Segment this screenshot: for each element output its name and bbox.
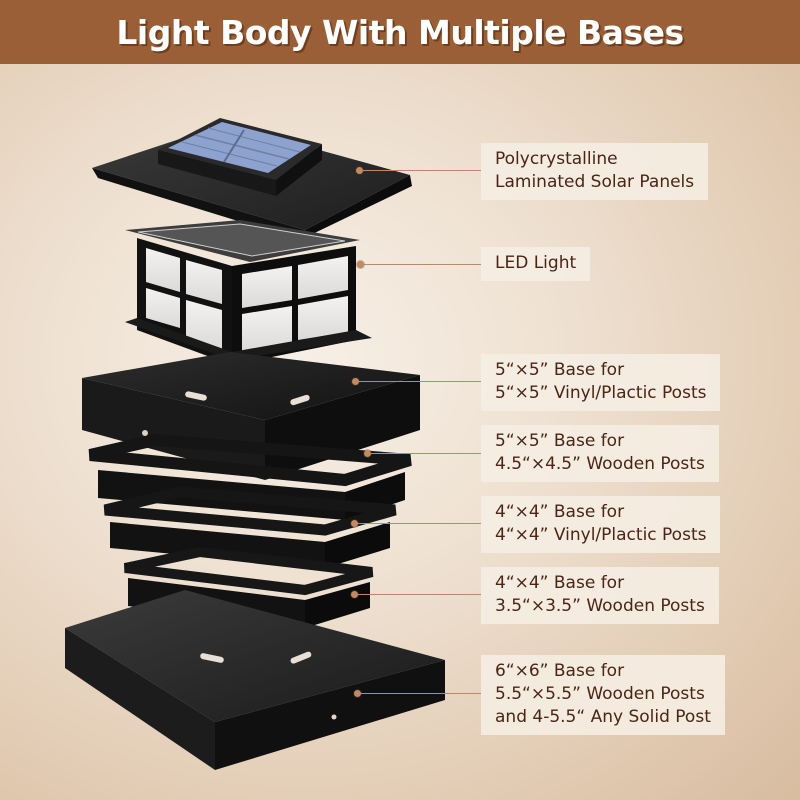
- callout-line: Laminated Solar Panels: [495, 172, 695, 192]
- callout-line: 4“×4” Vinyl/Plactic Posts: [495, 525, 707, 545]
- callout-base-5x5-vinyl: 5“×5” Base for 5“×5” Vinyl/Plactic Posts: [481, 354, 721, 411]
- page-title: Light Body With Multiple Bases: [116, 12, 684, 52]
- callout-base-4x4-vinyl: 4“×4” Base for 4“×4” Vinyl/Plactic Posts: [481, 496, 721, 553]
- leader-line-base-4x4-vinyl: [357, 523, 481, 524]
- callout-line: 5“×5” Base for: [495, 360, 625, 380]
- callout-dot-base-4x4-vinyl: [351, 520, 358, 527]
- leader-line-base-5x5-vinyl: [358, 381, 481, 382]
- callout-line: 4“×4” Base for: [495, 502, 625, 522]
- header-banner: Light Body With Multiple Bases: [0, 0, 800, 64]
- product-exploded-illustration: [65, 118, 445, 770]
- callout-dot-base-5x5-wooden: [364, 450, 371, 457]
- callout-line: Polycrystalline: [495, 149, 618, 169]
- callout-dot-led-light: [357, 261, 364, 268]
- callout-line: 5“×5” Base for: [495, 431, 625, 451]
- leader-line-led-light: [363, 264, 481, 265]
- callout-line: 5.5“×5.5” Wooden Posts: [495, 684, 705, 704]
- callout-line: 5“×5” Vinyl/Plactic Posts: [495, 383, 707, 403]
- leader-line-base-5x5-wooden: [370, 453, 481, 454]
- callout-dot-base-4x4-wooden: [351, 591, 358, 598]
- callout-line: LED Light: [495, 253, 577, 273]
- callout-base-6x6: 6“×6” Base for 5.5“×5.5” Wooden Posts an…: [481, 655, 725, 735]
- solar-roof-part: [92, 118, 412, 240]
- leader-line-base-6x6: [360, 693, 481, 694]
- callout-line: and 4-5.5“ Any Solid Post: [495, 707, 711, 727]
- callout-dot-solar-panels: [356, 167, 363, 174]
- leader-line-base-4x4-wooden: [357, 594, 481, 595]
- callout-dot-base-5x5-vinyl: [352, 378, 359, 385]
- callout-base-5x5-wooden: 5“×5” Base for 4.5“×4.5” Wooden Posts: [481, 425, 719, 482]
- callout-solar-panels: Polycrystalline Laminated Solar Panels: [481, 143, 709, 200]
- base-6x6-part: [65, 590, 445, 770]
- callout-line: 4“×4” Base for: [495, 573, 625, 593]
- led-lantern-part: [125, 220, 372, 365]
- leader-line-solar-panels: [362, 170, 481, 171]
- callout-base-4x4-wooden: 4“×4” Base for 3.5“×3.5” Wooden Posts: [481, 567, 719, 624]
- callout-line: 3.5“×3.5” Wooden Posts: [495, 596, 705, 616]
- callout-line: 4.5“×4.5” Wooden Posts: [495, 454, 705, 474]
- callout-led-light: LED Light: [481, 247, 591, 281]
- callout-dot-base-6x6: [354, 690, 361, 697]
- callout-line: 6“×6” Base for: [495, 661, 625, 681]
